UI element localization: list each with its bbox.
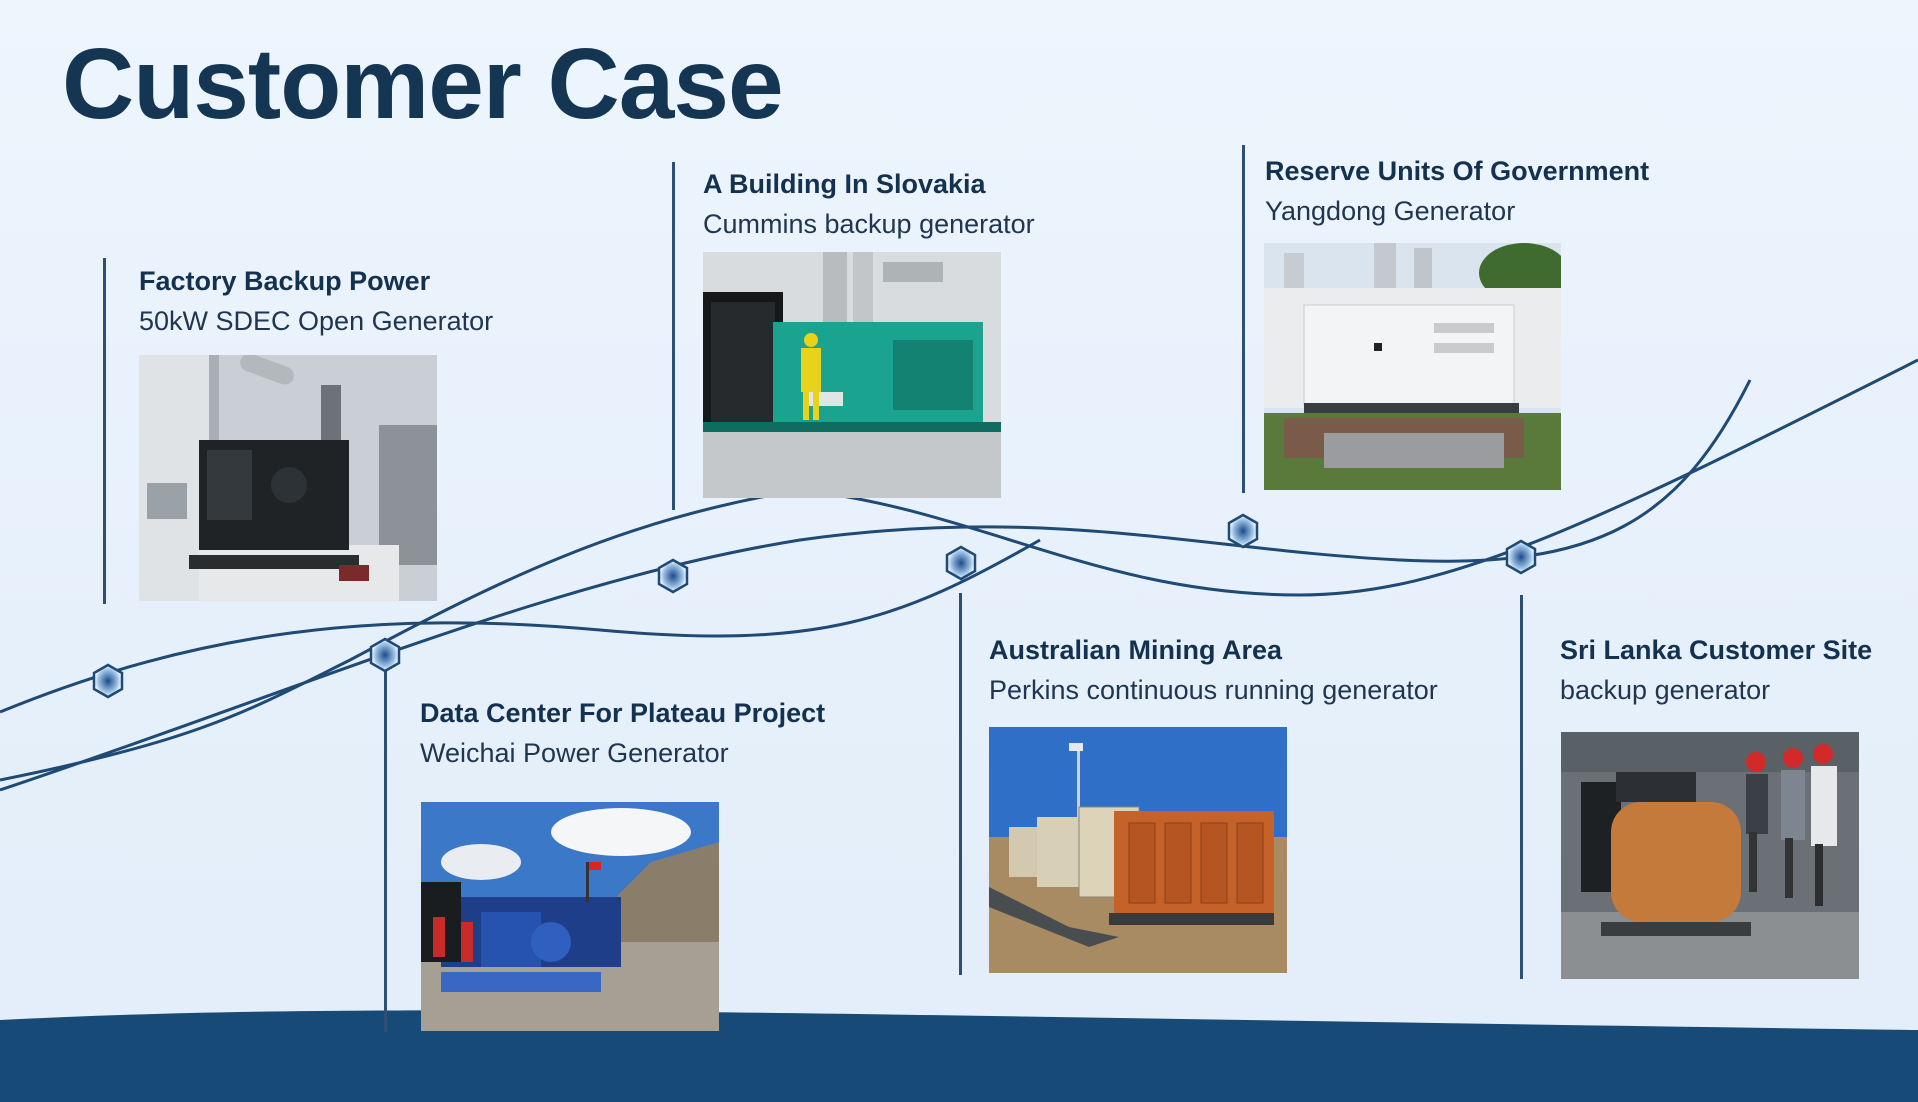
case-title-mining: Australian Mining Area: [989, 635, 1283, 665]
case-title-plateau: Data Center For Plateau Project: [420, 698, 826, 728]
case-title-srilanka: Sri Lanka Customer Site: [1560, 635, 1873, 665]
wave-curve-upper: [0, 538, 1041, 714]
connector-line-government: [1242, 145, 1245, 493]
connector-line-mining: [959, 593, 962, 975]
customer-inspection-photo: [1561, 732, 1859, 979]
case-title-government: Reserve Units Of Government: [1265, 156, 1650, 186]
hex-node-icon: [367, 637, 403, 673]
case-subtitle-plateau: Weichai Power Generator: [420, 738, 729, 768]
case-title-slovakia: A Building In Slovakia: [703, 169, 986, 199]
open-diesel-generator-photo: [139, 355, 437, 601]
hex-node-icon: [90, 663, 126, 699]
connector-line-plateau: [384, 670, 387, 1032]
connector-line-slovakia: [672, 162, 675, 510]
case-subtitle-mining: Perkins continuous running generator: [989, 675, 1438, 705]
hex-node-icon: [1503, 539, 1539, 575]
connector-line-factory: [103, 258, 106, 604]
silent-canopy-generator-photo: [1264, 243, 1561, 490]
page-title: Customer Case: [62, 28, 784, 140]
case-subtitle-government: Yangdong Generator: [1265, 196, 1516, 226]
hex-node-icon: [943, 545, 979, 581]
plateau-generators-photo: [421, 802, 719, 1031]
wave-curve-middle: [0, 379, 1752, 792]
hex-node-icon: [655, 558, 691, 594]
case-subtitle-srilanka: backup generator: [1560, 675, 1771, 705]
mining-container-generators-photo: [989, 727, 1287, 973]
case-subtitle-slovakia: Cummins backup generator: [703, 209, 1035, 239]
connector-line-srilanka: [1520, 595, 1523, 979]
cummins-generator-room-photo: [703, 252, 1001, 498]
case-subtitle-factory: 50kW SDEC Open Generator: [139, 306, 494, 336]
case-title-factory: Factory Backup Power: [139, 266, 431, 296]
bottom-wave-band: [0, 1010, 1918, 1102]
hex-node-icon: [1225, 513, 1261, 549]
